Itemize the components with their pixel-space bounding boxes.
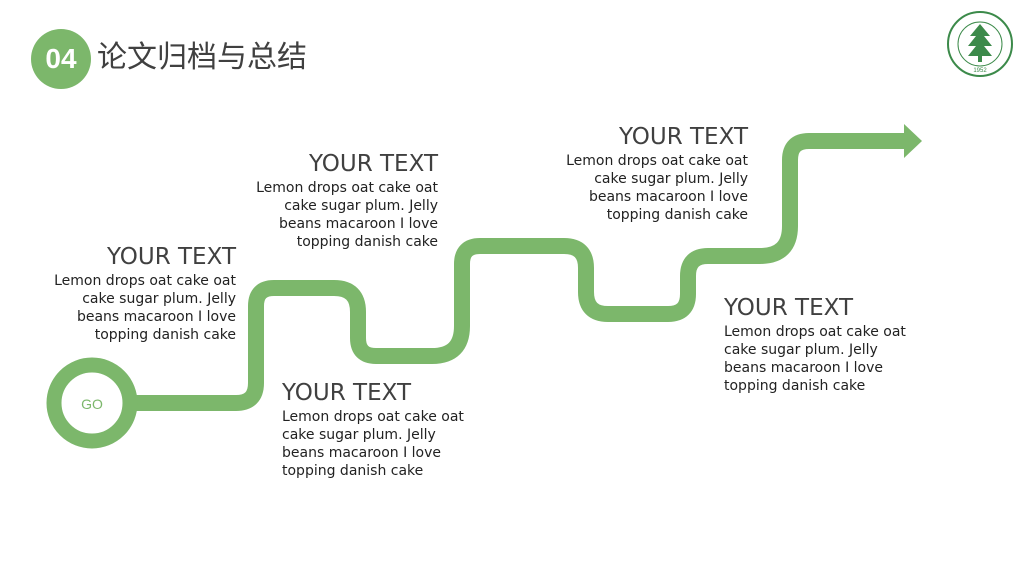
start-go-label: GO <box>81 396 103 412</box>
step-body-line: cake sugar plum. Jelly <box>284 198 438 214</box>
section-title: 论文归档与总结 <box>97 40 307 75</box>
step-body-line: cake sugar plum. Jelly <box>82 291 236 307</box>
step-title: YOUR TEXT <box>106 244 236 270</box>
arrow-head-icon <box>904 124 922 158</box>
step-body-line: topping danish cake <box>94 327 236 343</box>
step-body: Lemon drops oat cake oat cake sugar plum… <box>724 323 924 395</box>
start-circle <box>46 357 138 449</box>
timeline-track <box>92 133 906 411</box>
step-body-line: Lemon drops oat cake oat <box>54 273 236 289</box>
step-4: YOUR TEXT Lemon drops oat cake oat cake … <box>510 122 748 224</box>
step-body-line: Lemon drops oat cake oat <box>566 153 748 169</box>
step-title: YOUR TEXT <box>308 151 438 177</box>
step-title: YOUR TEXT <box>282 380 412 406</box>
step-body-line: beans macaroon I love <box>76 309 236 325</box>
step-body: Lemon drops oat cake oat cake sugar plum… <box>0 272 236 344</box>
step-body-line: cake sugar plum. Jelly <box>594 171 748 187</box>
step-body: Lemon drops oat cake oat cake sugar plum… <box>200 179 438 251</box>
step-body-line: Lemon drops oat cake oat <box>724 324 906 340</box>
step-5: YOUR TEXT Lemon drops oat cake oat cake … <box>724 293 924 395</box>
step-body-line: Lemon drops oat cake oat <box>256 180 438 196</box>
step-3: YOUR TEXT Lemon drops oat cake oat cake … <box>282 378 482 480</box>
step-body: Lemon drops oat cake oat cake sugar plum… <box>282 408 482 480</box>
step-body-line: topping danish cake <box>724 378 866 394</box>
step-body-line: topping danish cake <box>282 463 424 479</box>
step-1: YOUR TEXT Lemon drops oat cake oat cake … <box>0 242 236 344</box>
step-title: YOUR TEXT <box>724 295 854 321</box>
step-body-line: beans macaroon I love <box>282 445 442 461</box>
step-body: Lemon drops oat cake oat cake sugar plum… <box>510 152 748 224</box>
logo-year: 1952 <box>973 68 987 74</box>
step-body-line: beans macaroon I love <box>724 360 884 376</box>
step-body-line: topping danish cake <box>296 234 438 250</box>
step-body-line: Lemon drops oat cake oat <box>282 409 464 425</box>
step-body-line: beans macaroon I love <box>588 189 748 205</box>
step-body-line: topping danish cake <box>606 207 748 223</box>
section-number-badge: 04 <box>31 29 91 89</box>
step-title: YOUR TEXT <box>618 124 748 150</box>
step-body-line: cake sugar plum. Jelly <box>282 427 436 443</box>
university-seal-icon: 1952 <box>947 11 1013 77</box>
step-body-line: cake sugar plum. Jelly <box>724 342 878 358</box>
step-body-line: beans macaroon I love <box>278 216 438 232</box>
step-2: YOUR TEXT Lemon drops oat cake oat cake … <box>200 149 438 251</box>
